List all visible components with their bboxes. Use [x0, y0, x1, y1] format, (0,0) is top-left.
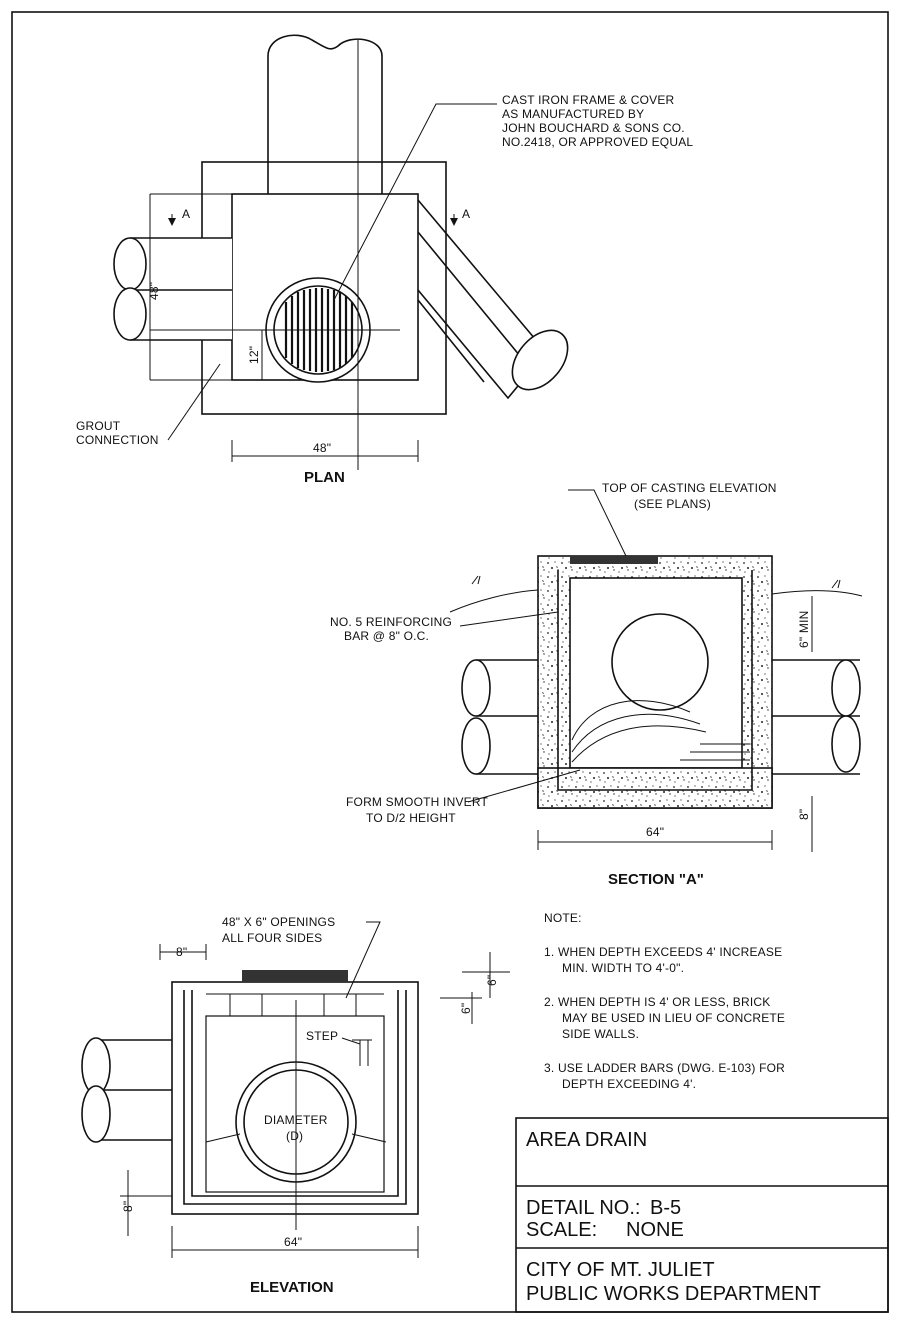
note-1-line-2: MIN. WIDTH TO 4'-0". [562, 961, 684, 975]
plan-title: PLAN [304, 469, 345, 486]
sheet-border [11, 11, 889, 1313]
section-dim-min: 6" MIN [797, 611, 811, 648]
plan-casting-note-2: AS MANUFACTURED BY [502, 107, 644, 121]
note-2-line-1: 2. WHEN DEPTH IS 4' OR LESS, BRICK [544, 995, 770, 1009]
plan-grout-note-1: GROUT [76, 419, 121, 433]
plan-section-mark-right: A [462, 207, 470, 221]
plan-casting-note-3: JOHN BOUCHARD & SONS CO. [502, 121, 685, 135]
section-rebar-note-1: NO. 5 REINFORCING [330, 615, 452, 629]
section-rebar-note-2: BAR @ 8" O.C. [344, 629, 429, 643]
section-top-note-1: TOP OF CASTING ELEVATION [602, 481, 777, 495]
scale-label: SCALE: [526, 1219, 597, 1241]
elevation-openings-note-2: ALL FOUR SIDES [222, 931, 322, 945]
note-3-line-1: 3. USE LADDER BARS (DWG. E-103) FOR [544, 1061, 785, 1075]
elevation-dim-open: 6" [459, 1003, 473, 1014]
elevation-diameter-label-2: (D) [286, 1129, 303, 1143]
elevation-dim-width: 64" [284, 1235, 302, 1249]
plan-dim-width: 48" [313, 441, 331, 455]
general-notes: NOTE: 1. WHEN DEPTH EXCEEDS 4' INCREASE … [544, 911, 785, 1091]
plan-grout-note-2: CONNECTION [76, 433, 159, 447]
detail-label: DETAIL NO.: [526, 1197, 640, 1219]
elevation-dim-top: 6" [485, 975, 499, 986]
agency-line-1: CITY OF MT. JULIET [526, 1259, 715, 1281]
elevation-view: DIAMETER (D) 8" 6" 6" 8" 64" ELEVATION 4… [81, 915, 510, 1296]
agency-line-2: PUBLIC WORKS DEPARTMENT [526, 1283, 821, 1305]
elevation-openings-note-1: 48" X 6" OPENINGS [222, 915, 335, 929]
plan-pipe-left [130, 238, 232, 340]
section-dim-width: 64" [646, 825, 664, 839]
note-3-line-2: DEPTH EXCEEDING 4'. [562, 1077, 696, 1091]
title-block: AREA DRAIN DETAIL NO.: B-5 SCALE: NONE C… [515, 1117, 889, 1313]
note-2-line-2: MAY BE USED IN LIEU OF CONCRETE [562, 1011, 785, 1025]
section-pipe-opening [611, 613, 709, 711]
scale-value: NONE [626, 1219, 684, 1241]
elevation-dim-base: 8" [121, 1201, 135, 1212]
drawing-title: AREA DRAIN [526, 1129, 647, 1151]
detail-value: B-5 [650, 1197, 681, 1219]
section-invert-note-1: FORM SMOOTH INVERT [346, 795, 489, 809]
plan-casting-note-1: CAST IRON FRAME & COVER [502, 93, 675, 107]
plan-section-mark-left: A [182, 207, 190, 221]
plan-dim-side: 48" [147, 282, 161, 300]
section-top-note-2: (SEE PLANS) [634, 497, 711, 511]
note-1-line-1: 1. WHEN DEPTH EXCEEDS 4' INCREASE [544, 945, 782, 959]
elevation-step-label: STEP [306, 1029, 338, 1043]
section-a-view: 6" MIN 64" 8" SECTION "A" TOP OF CASTING… [330, 481, 863, 888]
plan-dim-offset: 12" [247, 346, 261, 364]
notes-heading: NOTE: [544, 911, 582, 925]
section-title: SECTION "A" [608, 871, 704, 888]
elevation-title: ELEVATION [250, 1279, 334, 1296]
elevation-dim-wall: 8" [176, 945, 187, 959]
plan-casting-note-4: NO.2418, OR APPROVED EQUAL [502, 135, 693, 149]
section-invert-note-2: TO D/2 HEIGHT [366, 811, 456, 825]
section-dim-base: 8" [797, 809, 811, 820]
plan-view: A A 48" 12" 48" PLAN CAST IRON FRAME & C… [76, 34, 693, 486]
note-2-line-3: SIDE WALLS. [562, 1027, 639, 1041]
